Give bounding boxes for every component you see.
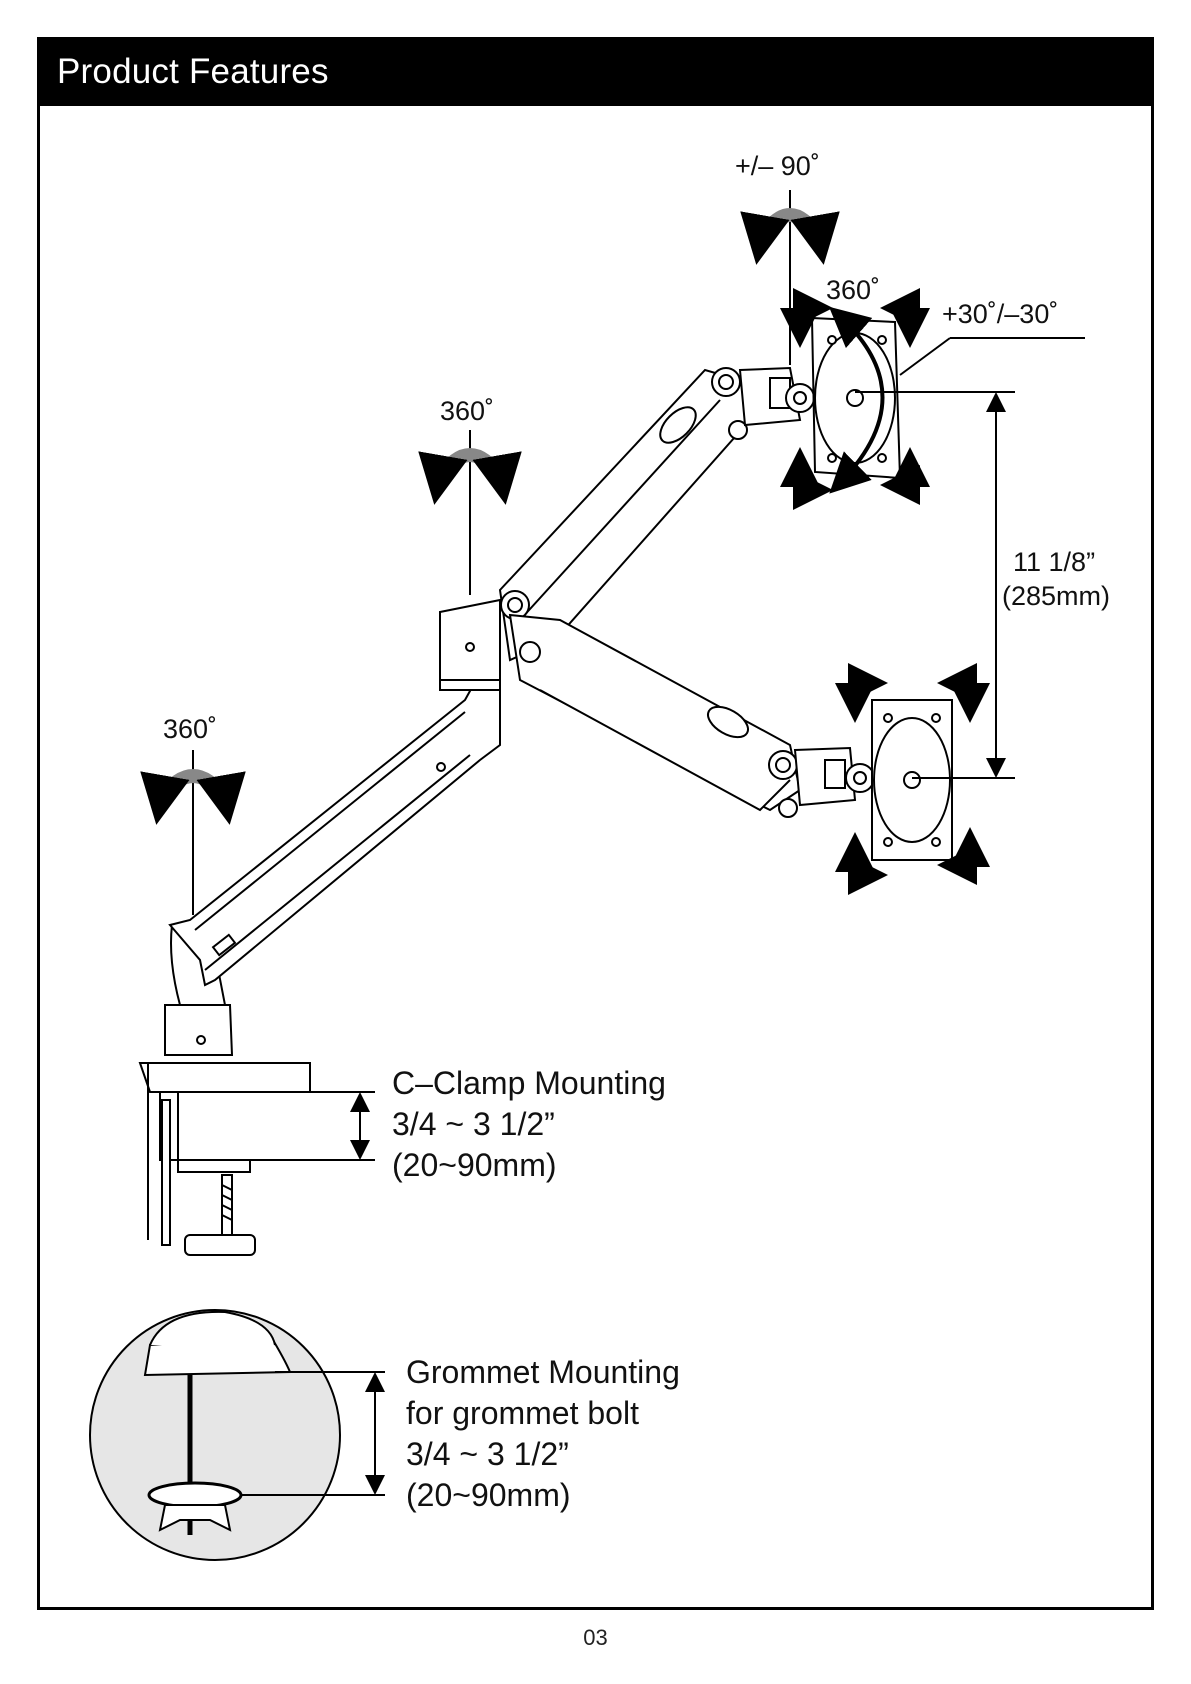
height-mm-label: (285mm) bbox=[1002, 580, 1110, 612]
clamp-title: C–Clamp Mounting bbox=[392, 1063, 666, 1103]
height-inch-label: 11 1/8” bbox=[1013, 546, 1095, 578]
rotation-arrow-icon bbox=[158, 750, 228, 915]
vesa-plate-top bbox=[812, 318, 900, 478]
tilt-30-label: +30˚/–30˚ bbox=[942, 298, 1058, 330]
clamp-range-mm: (20~90mm) bbox=[392, 1145, 557, 1185]
grommet-range: 3/4 ~ 3 1/2” bbox=[406, 1434, 569, 1474]
clamp-range: 3/4 ~ 3 1/2” bbox=[392, 1104, 555, 1144]
rotation-arrow-icon bbox=[436, 430, 504, 595]
tilt-90-label: +/– 90˚ bbox=[735, 150, 820, 182]
lower-arm bbox=[170, 682, 500, 985]
grommet-title: Grommet Mounting bbox=[406, 1352, 680, 1392]
upper-arm-bottom bbox=[510, 615, 874, 817]
tilt-leader-line bbox=[900, 338, 1085, 375]
page-number: 03 bbox=[0, 1625, 1191, 1651]
elbow-joint bbox=[440, 600, 500, 690]
swivel-360-label-base: 360˚ bbox=[163, 713, 217, 745]
swivel-360-label-elbow: 360˚ bbox=[440, 395, 494, 427]
grommet-inset bbox=[90, 1310, 340, 1560]
grommet-range-mm: (20~90mm) bbox=[406, 1475, 571, 1515]
upper-arm-top bbox=[500, 368, 814, 660]
vesa-plate-bottom bbox=[872, 700, 952, 860]
clamp-dimension-icon bbox=[245, 1092, 375, 1160]
rotation-360-label-top: 360˚ bbox=[826, 274, 880, 306]
grommet-subtitle: for grommet bolt bbox=[406, 1393, 639, 1433]
clamp-base bbox=[140, 925, 310, 1255]
